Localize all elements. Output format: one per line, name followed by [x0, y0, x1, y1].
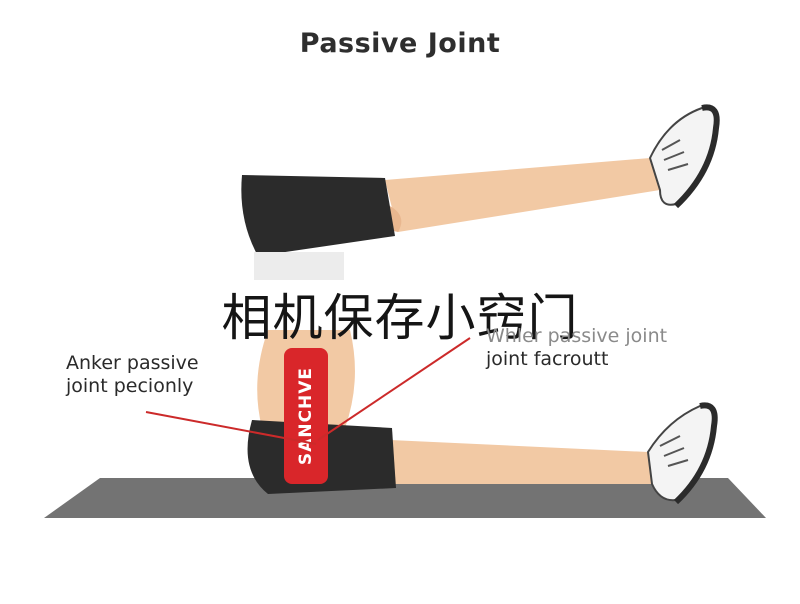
overlay-watermark-text: 相机保存小窍门 — [221, 289, 579, 347]
lower-shoe — [646, 402, 718, 505]
right-label-line-1: Whler passive joint — [486, 325, 668, 347]
upper-shorts — [241, 175, 395, 256]
right-label-line-2: joint facroutt — [486, 348, 609, 370]
knee-badge — [284, 348, 328, 484]
diagram-title: Passive Joint — [299, 28, 501, 59]
knee-badge-text: SANCHVE — [296, 367, 316, 465]
lower-leg-skin — [390, 440, 652, 484]
upper-leg-skin — [385, 158, 660, 232]
right-leader-line — [317, 337, 471, 441]
upper-shoe — [648, 104, 720, 209]
left-label-line-1: Anker passive — [66, 352, 199, 374]
exercise-mat — [44, 478, 766, 518]
faded-thigh — [254, 252, 344, 280]
left-label-line-2: joint pecionly — [66, 375, 194, 397]
left-leader-line — [145, 411, 317, 445]
